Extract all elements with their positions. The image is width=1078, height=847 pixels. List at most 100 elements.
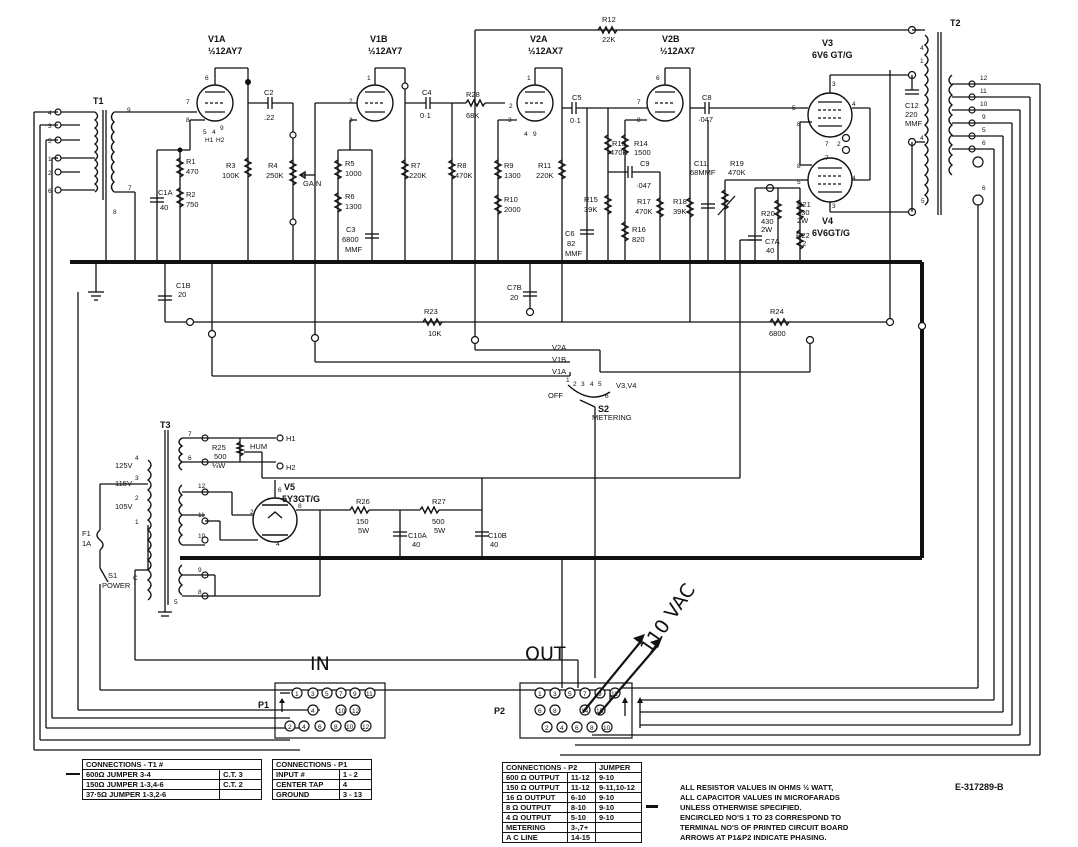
svg-text:220K: 220K [409, 171, 427, 180]
r5-resistor: R5 1000 [333, 159, 362, 180]
svg-text:H1: H1 [286, 434, 296, 443]
svg-text:12: 12 [352, 708, 360, 715]
svg-text:5: 5 [568, 691, 572, 698]
svg-text:4: 4 [135, 455, 139, 462]
svg-text:F1: F1 [82, 529, 91, 538]
svg-text:C2: C2 [264, 88, 274, 97]
svg-text:R11: R11 [538, 161, 551, 170]
r19-resistor: R19 470K [717, 159, 746, 262]
svg-text:R28: R28 [466, 90, 480, 99]
table-cell: 4 [338, 779, 373, 790]
r22-resistor: R22 12 [795, 229, 810, 250]
svg-text:6: 6 [982, 140, 986, 147]
svg-text:9: 9 [982, 114, 986, 121]
svg-text:2: 2 [250, 509, 254, 516]
table-cell: 150 Ω OUTPUT [502, 782, 568, 793]
r18-resistor: R18 39K [673, 197, 695, 218]
svg-text:OFF: OFF [548, 391, 563, 400]
svg-text:8: 8 [553, 708, 557, 715]
table-cell: 11-12 [566, 772, 597, 783]
r2-resistor: R2 750 [175, 187, 199, 209]
r24-resistor: R24 6800 [769, 307, 790, 338]
svg-text:R12: R12 [602, 15, 616, 24]
svg-text:7: 7 [339, 691, 343, 698]
c10a-capacitor: C10A 40 [393, 510, 427, 558]
svg-text:3: 3 [832, 81, 836, 88]
svg-text:3: 3 [311, 691, 315, 698]
table-cell: 600 Ω OUTPUT [502, 772, 568, 783]
svg-text:470K: 470K [610, 148, 628, 157]
svg-text:R16: R16 [632, 225, 646, 234]
table-cell: 1 - 2 [338, 769, 373, 780]
svg-text:5: 5 [203, 129, 207, 136]
r17-resistor: R17 470K [635, 197, 665, 218]
svg-text:1300: 1300 [345, 202, 362, 211]
r11-resistor: R11 220K [536, 159, 567, 180]
c6-capacitor: C6 82 MMF [565, 108, 594, 262]
table-cell: CENTER TAP [272, 779, 340, 790]
svg-text:R7: R7 [411, 161, 421, 170]
svg-text:R26: R26 [356, 497, 370, 506]
table-cell: 3 - 13 [338, 789, 373, 800]
svg-text:7: 7 [188, 431, 192, 438]
svg-text:4: 4 [524, 131, 528, 138]
p2-table-title: CONNECTIONS - P2 [502, 762, 596, 773]
svg-text:9: 9 [533, 131, 537, 138]
p2-table-jumper-header: JUMPER [595, 762, 642, 773]
v1b-type: ½12AY7 [368, 46, 402, 56]
c5-capacitor: C5 0·1 [562, 93, 625, 125]
r7-resistor: R7 220K [400, 159, 427, 180]
svg-text:0·1: 0·1 [420, 111, 431, 120]
v1b-tube: 123 V1B ½12AY7 [349, 34, 402, 124]
svg-text:R23: R23 [424, 307, 438, 316]
svg-text:4: 4 [302, 724, 306, 731]
table-cell: 9-10 [595, 772, 642, 783]
s1-power-switch: S1 POWER [99, 550, 131, 690]
svg-text:V1A: V1A [552, 367, 566, 376]
svg-text:7: 7 [825, 141, 829, 148]
svg-text:C4: C4 [422, 88, 432, 97]
table-cell: 3-,7+ [566, 822, 597, 833]
svg-text:5W: 5W [434, 526, 446, 535]
hand-out: OUT [525, 643, 566, 665]
table-cell: GROUND [272, 789, 340, 800]
table-cell: 9-10 [595, 802, 642, 813]
c1b-capacitor: C1B 20 [158, 281, 191, 301]
table-cell: 6-10 [566, 792, 597, 803]
svg-text:6: 6 [605, 393, 609, 400]
svg-text:150: 150 [356, 517, 369, 526]
c7b-capacitor: C7B 20 [507, 262, 537, 312]
svg-text:5: 5 [921, 198, 925, 205]
svg-text:2: 2 [135, 495, 139, 502]
c10b-capacitor: C10B 40 [475, 510, 507, 558]
v4-ref: V4 [822, 216, 833, 226]
svg-text:4: 4 [276, 541, 280, 548]
svg-text:39K: 39K [673, 207, 686, 216]
svg-text:C8: C8 [702, 93, 712, 102]
svg-text:·047: ·047 [636, 181, 651, 190]
svg-text:220K: 220K [536, 171, 554, 180]
svg-text:R22: R22 [796, 231, 810, 240]
svg-text:430: 430 [761, 217, 774, 226]
svg-text:8: 8 [334, 724, 338, 731]
svg-text:8: 8 [186, 117, 190, 124]
svg-text:8: 8 [797, 163, 801, 170]
svg-text:4: 4 [48, 110, 52, 117]
svg-text:R17: R17 [637, 197, 651, 206]
table-cell: 9-10 [595, 792, 642, 803]
svg-text:V2A: V2A [552, 343, 566, 352]
r3-resistor: R3 100K [222, 157, 253, 180]
t1-table-marker [66, 773, 80, 775]
svg-text:C9: C9 [640, 159, 650, 168]
svg-text:7: 7 [583, 691, 587, 698]
table-cell: 14-15 [566, 832, 597, 843]
svg-text:1000: 1000 [345, 169, 362, 178]
svg-text:500: 500 [432, 517, 445, 526]
svg-text:3: 3 [581, 381, 585, 388]
v2a-type: ½12AX7 [528, 46, 563, 56]
svg-text:5: 5 [598, 381, 602, 388]
r13-resistor: R13 470K [603, 134, 628, 157]
svg-text:6: 6 [318, 724, 322, 731]
